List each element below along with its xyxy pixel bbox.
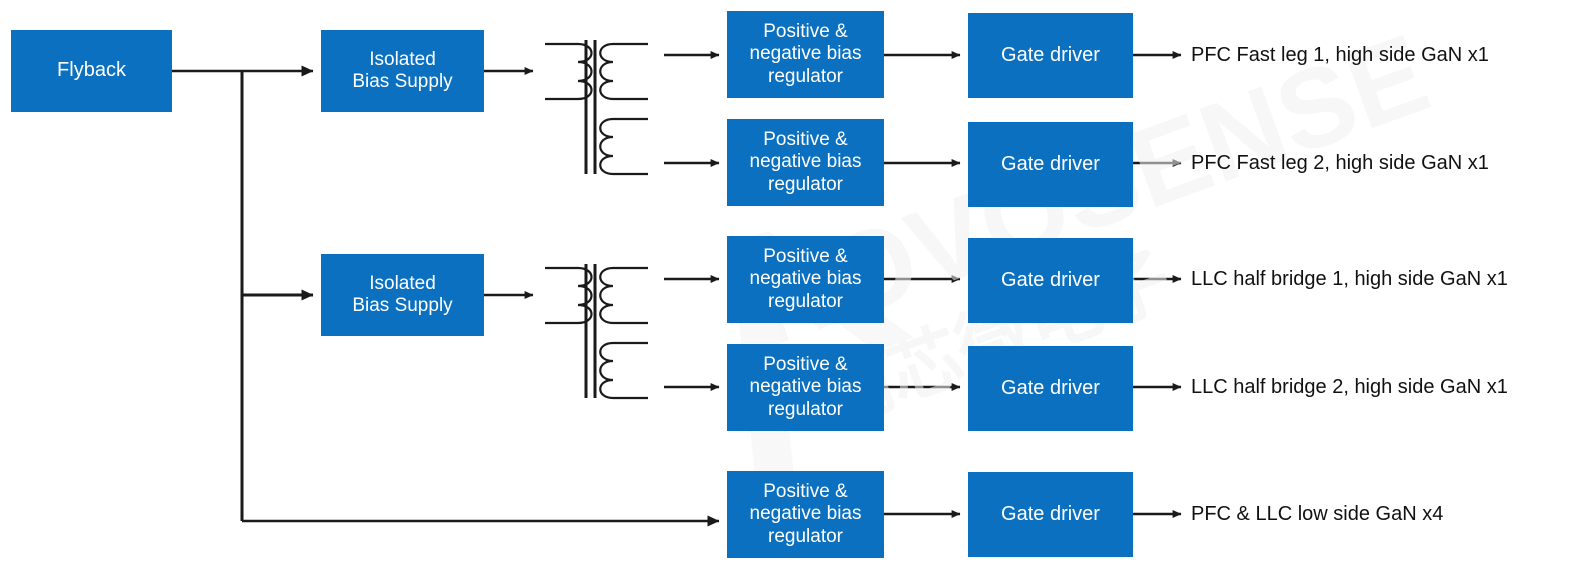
output-label-5: PFC & LLC low side GaN x4 [1191, 503, 1444, 525]
output-label-3: LLC half bridge 1, high side GaN x1 [1191, 268, 1508, 290]
node-gate-driver-5[interactable]: Gate driver [968, 472, 1133, 557]
node-flyback-label: Flyback [57, 59, 126, 82]
node-bias-regulator-1[interactable]: Positive & negative bias regulator [727, 11, 884, 98]
node-bias-regulator-2-label: Positive & negative bias regulator [749, 128, 862, 195]
output-label-2: PFC Fast leg 2, high side GaN x1 [1191, 152, 1489, 174]
transformer-2-symbol [545, 264, 648, 400]
node-isolated-bias-supply-1[interactable]: Isolated Bias Supply [321, 30, 484, 112]
node-flyback[interactable]: Flyback [11, 30, 172, 112]
node-bias-regulator-1-label: Positive & negative bias regulator [749, 20, 862, 87]
output-label-4: LLC half bridge 2, high side GaN x1 [1191, 376, 1508, 398]
node-bias-regulator-5-label: Positive & negative bias regulator [749, 480, 862, 547]
node-bias-regulator-3[interactable]: Positive & negative bias regulator [727, 236, 884, 323]
node-gate-driver-1-label: Gate driver [1001, 43, 1100, 66]
node-gate-driver-1[interactable]: Gate driver [968, 13, 1133, 98]
node-gate-driver-3-label: Gate driver [1001, 268, 1100, 291]
transformer-1-symbol [545, 40, 648, 176]
node-isolated-bias-supply-2-label: Isolated Bias Supply [352, 272, 453, 316]
node-gate-driver-3[interactable]: Gate driver [968, 238, 1133, 323]
node-bias-regulator-4-label: Positive & negative bias regulator [749, 353, 862, 420]
node-bias-regulator-4[interactable]: Positive & negative bias regulator [727, 344, 884, 431]
node-bias-regulator-3-label: Positive & negative bias regulator [749, 245, 862, 312]
node-gate-driver-2-label: Gate driver [1001, 152, 1100, 175]
node-gate-driver-2[interactable]: Gate driver [968, 122, 1133, 207]
output-label-1: PFC Fast leg 1, high side GaN x1 [1191, 44, 1489, 66]
node-gate-driver-4[interactable]: Gate driver [968, 346, 1133, 431]
node-isolated-bias-supply-1-label: Isolated Bias Supply [352, 48, 453, 92]
node-isolated-bias-supply-2[interactable]: Isolated Bias Supply [321, 254, 484, 336]
node-bias-regulator-2[interactable]: Positive & negative bias regulator [727, 119, 884, 206]
node-gate-driver-5-label: Gate driver [1001, 502, 1100, 525]
node-gate-driver-4-label: Gate driver [1001, 376, 1100, 399]
node-bias-regulator-5[interactable]: Positive & negative bias regulator [727, 471, 884, 558]
